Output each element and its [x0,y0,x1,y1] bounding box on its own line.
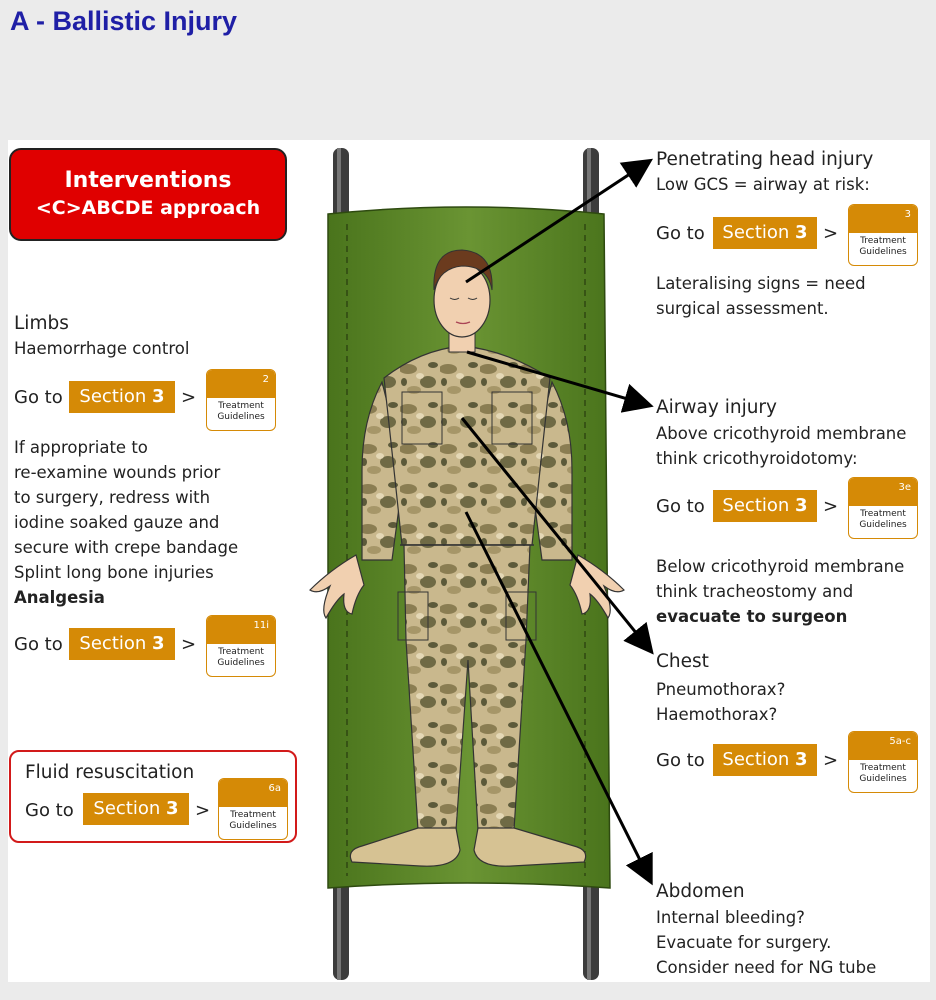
limbs-goto-label: Go to [14,385,63,410]
section-number: 3 [166,798,179,819]
chest-line2: Haemothorax? [656,702,777,727]
airway-goto-label: Go to [656,494,705,519]
tg-label-guidelines: Guidelines [229,821,276,831]
tg-label-guidelines: Guidelines [217,658,264,668]
abdomen-line2: Evacuate for surgery. [656,930,831,955]
head-goto-label: Go to [656,221,705,246]
head-injury-heading: Penetrating head injury [656,147,873,172]
section-word: Section [79,386,146,407]
tg-label-guidelines: Guidelines [859,774,906,784]
limbs-line: Splint long bone injuries [14,560,238,585]
abdomen-line3: Consider need for NG tube [656,955,876,980]
airway-line3: Below cricothyroid membrane [656,554,904,579]
chest-heading: Chest [656,649,709,674]
analgesia-goto-label: Go to [14,632,63,657]
limbs-heading: Limbs [14,311,69,336]
tg-label-treatment: Treatment [860,236,906,246]
guideline-ref: 11i [207,616,275,644]
abdomen-heading: Abdomen [656,879,745,904]
chest-chevron: > [823,748,838,773]
tg-label-guidelines: Guidelines [217,412,264,422]
limbs-section-button[interactable]: Section 3 [69,381,175,413]
section-number: 3 [152,633,165,654]
arrow-chest [462,418,650,650]
fluid-section-button[interactable]: Section 3 [83,793,189,825]
limbs-line: secure with crepe bandage [14,535,238,560]
section-word: Section [722,222,789,243]
airway-line1: Above cricothyroid membrane [656,421,906,446]
section-number: 3 [152,386,165,407]
airway-line4: think tracheostomy and [656,579,853,604]
tg-label-treatment: Treatment [860,509,906,519]
airway-line2: think cricothyroidotomy: [656,446,858,471]
chest-line1: Pneumothorax? [656,677,785,702]
head-chevron: > [823,221,838,246]
fluid-resuscitation-box: Fluid resuscitation Go to Section 3 > 6a… [9,750,297,843]
tg-label-treatment: Treatment [218,401,264,411]
tg-label-treatment: Treatment [218,647,264,657]
airway-section-button[interactable]: Section 3 [713,490,817,522]
head-section-button[interactable]: Section 3 [713,217,817,249]
section-word: Section [79,633,146,654]
head-injury-line3: surgical assessment. [656,296,829,321]
limbs-line: If appropriate to [14,435,238,460]
analgesia-chevron: > [181,632,196,657]
analgesia-label: Analgesia [14,585,238,610]
section-word: Section [722,495,789,516]
section-number: 3 [795,495,808,516]
limbs-chevron: > [181,385,196,410]
interventions-title: Interventions [11,168,285,193]
limbs-subheading: Haemorrhage control [14,336,189,361]
fluid-chevron: > [195,798,210,823]
fluid-goto-label: Go to [25,798,74,823]
guideline-ref: 6a [219,779,287,807]
guideline-ref: 3e [849,478,917,506]
guideline-ref: 2 [207,370,275,398]
limbs-text-block: If appropriate to re-examine wounds prio… [14,435,238,610]
section-number: 3 [795,222,808,243]
interventions-box: Interventions <C>ABCDE approach [9,148,287,241]
tg-label-guidelines: Guidelines [859,520,906,530]
analgesia-section-button[interactable]: Section 3 [69,628,175,660]
abdomen-line1: Internal bleeding? [656,905,805,930]
limbs-line: re-examine wounds prior [14,460,238,485]
chest-section-button[interactable]: Section 3 [713,744,817,776]
tg-label-treatment: Treatment [860,763,906,773]
head-injury-line1: Low GCS = airway at risk: [656,172,870,197]
tg-label-treatment: Treatment [230,810,276,820]
arrow-head-injury [466,162,648,282]
section-word: Section [722,749,789,770]
section-number: 3 [795,749,808,770]
guideline-ref: 5a-c [849,732,917,760]
limbs-line: iodine soaked gauze and [14,510,238,535]
section-word: Section [93,798,160,819]
fluid-heading: Fluid resuscitation [25,760,194,785]
tg-label-guidelines: Guidelines [859,247,906,257]
guideline-ref: 3 [849,205,917,233]
airway-injury-heading: Airway injury [656,395,777,420]
head-injury-line2: Lateralising signs = need [656,271,866,296]
airway-line5: evacuate to surgeon [656,604,847,629]
airway-chevron: > [823,494,838,519]
limbs-line: to surgery, redress with [14,485,238,510]
chest-goto-label: Go to [656,748,705,773]
arrow-airway-injury [467,352,648,405]
arrow-abdomen [466,512,650,880]
interventions-subtitle: <C>ABCDE approach [11,197,285,219]
